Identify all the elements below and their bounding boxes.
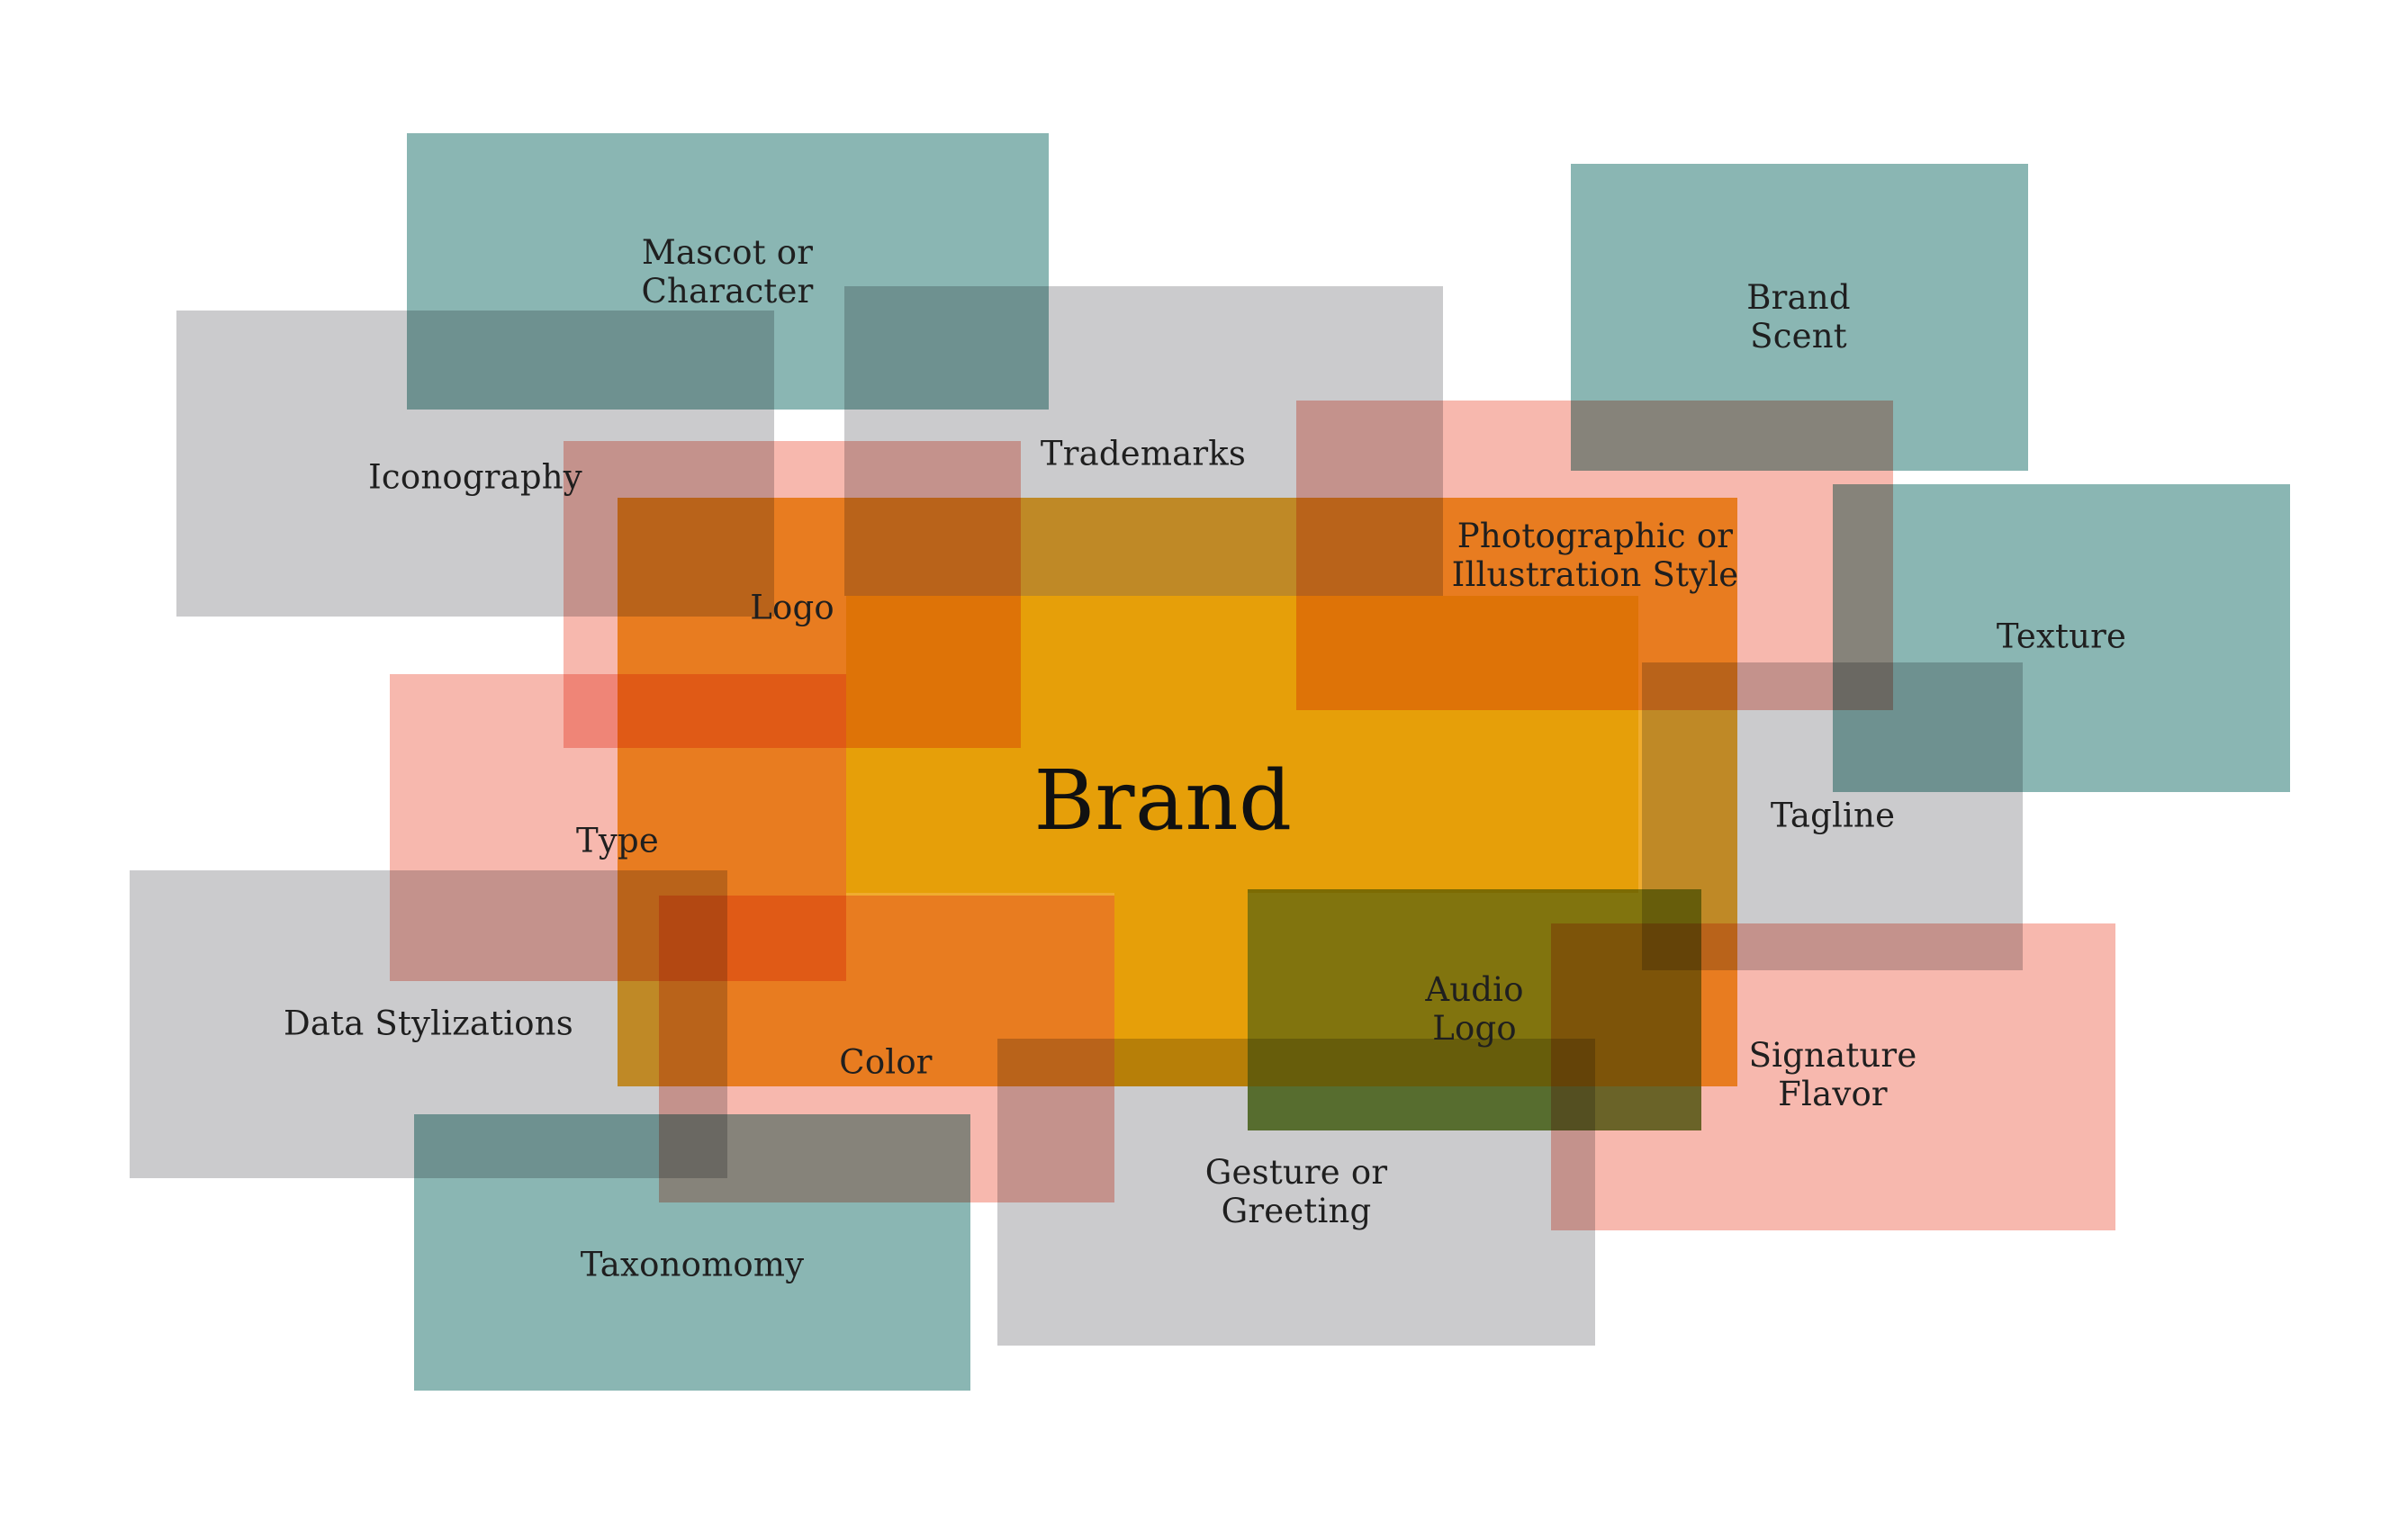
label-signature-flavor: Signature Flavor (1748, 1036, 1917, 1113)
label-audio-logo: Audio Logo (1425, 970, 1524, 1048)
label-iconography: Iconography (368, 457, 582, 497)
label-gesture: Gesture or Greeting (1204, 1153, 1388, 1230)
box-taxonomy (414, 1114, 970, 1391)
label-tagline: Tagline (1770, 796, 1896, 835)
label-color: Color (839, 1042, 933, 1082)
box-brand-scent (1571, 164, 2028, 471)
label-taxonomy: Taxonomomy (580, 1245, 805, 1284)
label-type: Type (576, 821, 659, 860)
brand-center-label: Brand (1033, 752, 1293, 849)
label-trademarks: Trademarks (1040, 434, 1247, 473)
label-data-stylizations: Data Stylizations (284, 1004, 573, 1043)
label-photographic: Photographic or Illustration Style (1451, 517, 1739, 594)
box-texture (1833, 484, 2290, 792)
label-texture: Texture (1996, 617, 2127, 656)
label-mascot: Mascot or Character (641, 233, 814, 311)
box-audio-logo-bottom (1248, 1086, 1701, 1130)
label-logo: Logo (750, 588, 834, 627)
label-brand-scent: Brand Scent (1746, 278, 1851, 356)
box-mascot (407, 133, 1049, 410)
